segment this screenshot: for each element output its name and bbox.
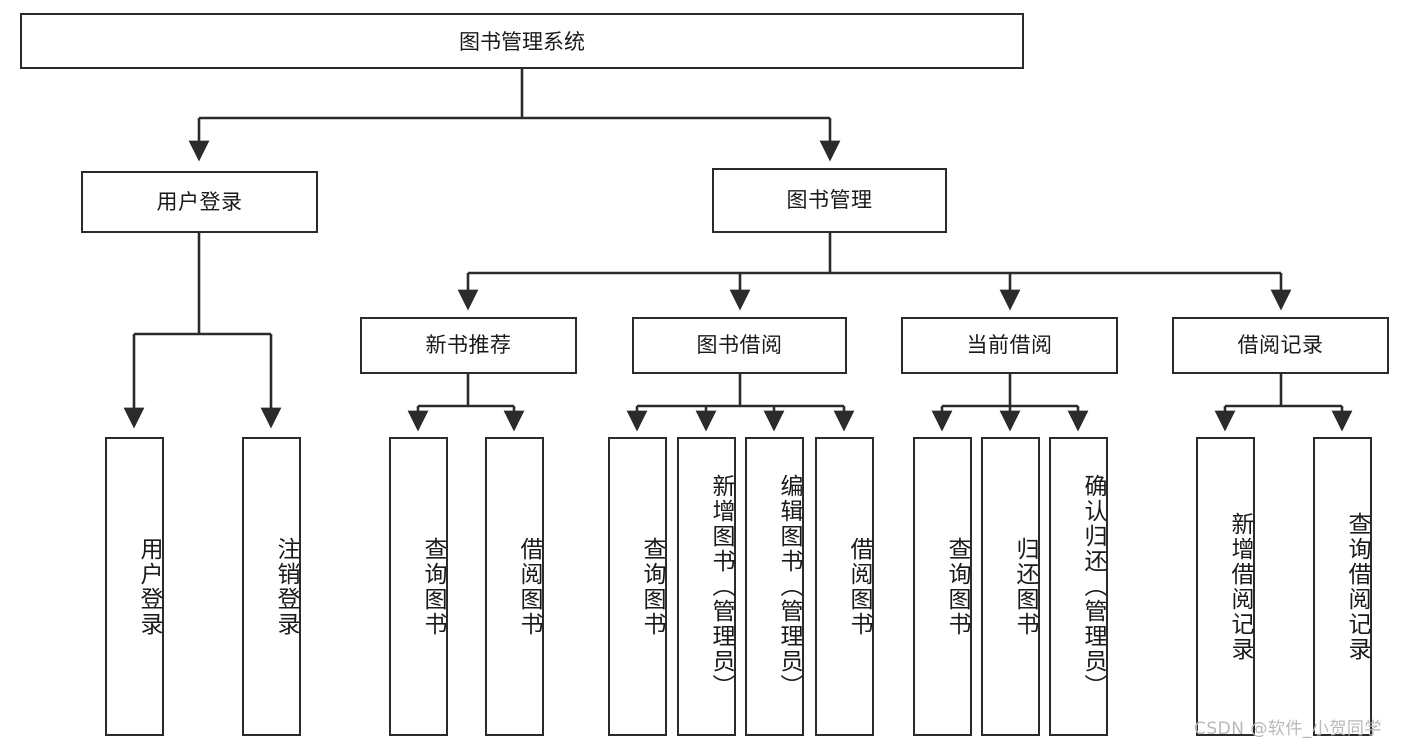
leaf-edit-book-admin[interactable]: 编辑图书（管理员）	[745, 437, 804, 736]
node-book-borrow[interactable]: 图书借阅	[632, 317, 847, 374]
node-label: 查询借阅记录	[1344, 511, 1370, 662]
node-label: 借阅图书	[846, 536, 872, 637]
node-label: 用户登录	[136, 536, 162, 637]
node-label: 新增图书（管理员）	[708, 474, 734, 699]
node-label: 图书管理系统	[459, 30, 585, 54]
node-label: 查询图书	[639, 536, 665, 637]
watermark: CSDN @软件_小贺同学	[1194, 719, 1382, 739]
leaf-add-book-admin[interactable]: 新增图书（管理员）	[677, 437, 736, 736]
node-user-login[interactable]: 用户登录	[81, 171, 318, 233]
node-label: 新增借阅记录	[1227, 511, 1253, 662]
node-root-system[interactable]: 图书管理系统	[20, 13, 1024, 69]
node-label: 借阅记录	[1237, 333, 1324, 358]
leaf-query-borrow-record[interactable]: 查询借阅记录	[1313, 437, 1372, 736]
node-label: 用户登录	[156, 189, 243, 214]
leaf-user-login[interactable]: 用户登录	[105, 437, 164, 736]
leaf-query-book-borrow[interactable]: 查询图书	[608, 437, 667, 736]
leaf-borrow-book-recommend[interactable]: 借阅图书	[485, 437, 544, 736]
node-new-book-recommend[interactable]: 新书推荐	[360, 317, 577, 374]
leaf-query-book-recommend[interactable]: 查询图书	[389, 437, 448, 736]
node-label: 查询图书	[944, 536, 970, 637]
node-label: 借阅图书	[516, 536, 542, 637]
node-label: 图书借阅	[696, 333, 783, 358]
node-current-borrow[interactable]: 当前借阅	[901, 317, 1118, 374]
node-book-management[interactable]: 图书管理	[712, 168, 947, 233]
leaf-add-borrow-record[interactable]: 新增借阅记录	[1196, 437, 1255, 736]
node-label: 当前借阅	[966, 333, 1053, 358]
leaf-confirm-return-admin[interactable]: 确认归还（管理员）	[1049, 437, 1108, 736]
node-borrow-record[interactable]: 借阅记录	[1172, 317, 1389, 374]
leaf-logout-login[interactable]: 注销登录	[242, 437, 301, 736]
leaf-query-book-current[interactable]: 查询图书	[913, 437, 972, 736]
node-label: 注销登录	[273, 536, 299, 637]
leaf-return-book[interactable]: 归还图书	[981, 437, 1040, 736]
node-label: 查询图书	[420, 536, 446, 637]
node-label: 确认归还（管理员）	[1080, 474, 1106, 699]
node-label: 新书推荐	[425, 333, 512, 358]
node-label: 编辑图书（管理员）	[776, 474, 802, 699]
node-label: 图书管理	[786, 188, 873, 213]
node-label: 归还图书	[1012, 536, 1038, 637]
leaf-borrow-book[interactable]: 借阅图书	[815, 437, 874, 736]
